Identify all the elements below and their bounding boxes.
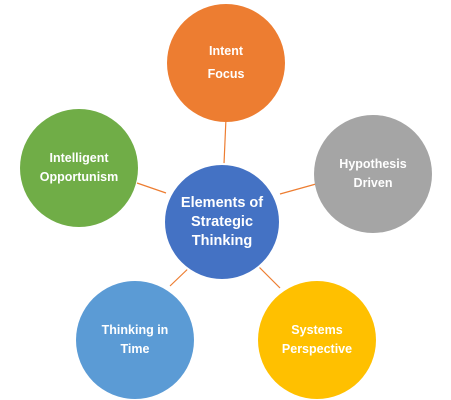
node-systems-perspective: Systems Perspective (258, 281, 376, 399)
node-label-line: Intent (208, 44, 244, 58)
node-intelligent-opportunism: Intelligent Opportunism (20, 109, 138, 227)
node-label-line: Thinking in (101, 323, 169, 337)
node-label-line: Systems (291, 323, 343, 337)
node-label-line: Hypothesis (339, 157, 407, 171)
node-intent-focus: Intent Focus (167, 4, 285, 122)
connector-right (279, 183, 317, 195)
node-hypothesis-driven: Hypothesis Driven (314, 115, 432, 233)
node-label-line: Driven (353, 176, 393, 190)
connector-top (223, 117, 227, 165)
center-label-line: Thinking (191, 232, 253, 249)
center-label-line: Elements of (180, 194, 264, 211)
node-label-line: Perspective (281, 342, 353, 356)
node-thinking-in-time: Thinking in Time (76, 281, 194, 399)
connector-left (136, 182, 167, 194)
node-label-line: Focus (207, 67, 245, 81)
node-elements-of-strategic-thinking: Elements of Strategic Thinking (163, 163, 281, 281)
center-label-line: Strategic (190, 213, 254, 230)
node-label-line: Time (120, 342, 150, 356)
node-label-line: Opportunism (39, 170, 119, 184)
connector-bottom-right (256, 264, 281, 289)
node-label-line: Intelligent (49, 151, 109, 165)
